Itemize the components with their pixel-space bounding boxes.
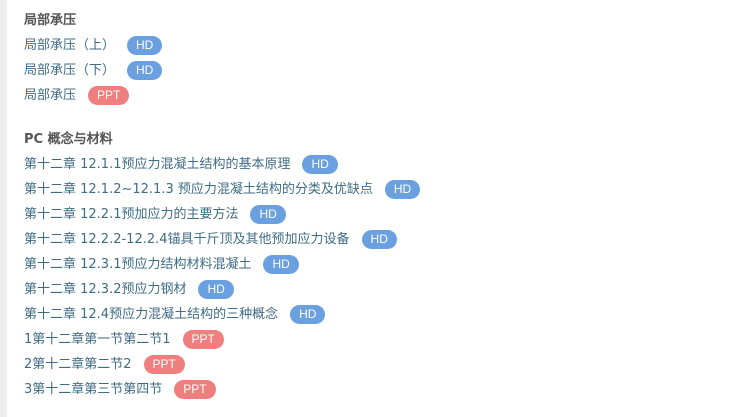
hd-badge[interactable]: HD: [127, 36, 163, 55]
lesson-link[interactable]: 1第十二章第一节第二节1: [24, 332, 171, 347]
hd-badge[interactable]: HD: [290, 305, 326, 324]
ppt-badge[interactable]: PPT: [143, 355, 185, 374]
lesson-item: 第十二章 12.3.1预应力结构材料混凝土 HD: [24, 252, 420, 277]
lesson-link[interactable]: 第十二章 12.2.1预加应力的主要方法: [24, 207, 239, 222]
lesson-item: 第十二章 12.1.1预应力混凝土结构的基本原理 HD: [24, 152, 420, 177]
lesson-link[interactable]: 局部承压（上）: [24, 38, 116, 53]
lesson-item: 第十二章 12.2.1预加应力的主要方法 HD: [24, 202, 420, 227]
lesson-link[interactable]: 第十二章 12.3.2预应力钢材: [24, 282, 187, 297]
lesson-item: 第十二章 12.3.2预应力钢材 HD: [24, 277, 420, 302]
hd-badge[interactable]: HD: [198, 280, 234, 299]
lesson-link[interactable]: 第十二章 12.3.1预应力结构材料混凝土: [24, 257, 252, 272]
hd-badge[interactable]: HD: [250, 205, 286, 224]
left-border: [0, 0, 7, 417]
lesson-link[interactable]: 局部承压（下）: [24, 63, 116, 78]
hd-badge[interactable]: HD: [361, 230, 397, 249]
ppt-badge[interactable]: PPT: [182, 330, 224, 349]
lesson-item: 局部承压（下） HD: [24, 58, 163, 83]
section-title: 局部承压: [24, 13, 77, 28]
lesson-link[interactable]: 2第十二章第二节2: [24, 357, 132, 372]
hd-badge[interactable]: HD: [302, 155, 338, 174]
lesson-item: 第十二章 12.2.2-12.2.4锚具千斤顶及其他预加应力设备 HD: [24, 227, 420, 252]
lesson-link[interactable]: 第十二章 12.1.2~12.1.3 预应力混凝土结构的分类及优缺点: [24, 182, 373, 197]
lesson-item: 2第十二章第二节2 PPT: [24, 352, 420, 377]
lesson-link[interactable]: 第十二章 12.1.1预应力混凝土结构的基本原理: [24, 157, 291, 172]
hd-badge[interactable]: HD: [127, 61, 163, 80]
ppt-badge[interactable]: PPT: [174, 380, 216, 399]
hd-badge[interactable]: HD: [384, 180, 421, 199]
lesson-item: 第十二章 12.1.2~12.1.3 预应力混凝土结构的分类及优缺点 HD: [24, 177, 421, 202]
section-title: PC 概念与材料: [24, 132, 113, 147]
lesson-link[interactable]: 3第十二章第三节第四节: [24, 382, 163, 397]
lesson-item: 局部承压（上） HD: [24, 33, 163, 58]
hd-badge[interactable]: HD: [263, 255, 299, 274]
ppt-badge[interactable]: PPT: [88, 86, 130, 105]
lesson-item: 局部承压 PPT: [24, 83, 162, 108]
lesson-item: 3第十二章第三节第四节 PPT: [24, 377, 420, 402]
lesson-link[interactable]: 局部承压: [24, 88, 77, 103]
lesson-link[interactable]: 第十二章 12.4预应力混凝土结构的三种概念: [24, 307, 279, 322]
lesson-link[interactable]: 第十二章 12.2.2-12.2.4锚具千斤顶及其他预加应力设备: [24, 232, 350, 247]
lesson-item: 1第十二章第一节第二节1 PPT: [24, 327, 420, 352]
lesson-item: 第十二章 12.4预应力混凝土结构的三种概念 HD: [24, 302, 420, 327]
